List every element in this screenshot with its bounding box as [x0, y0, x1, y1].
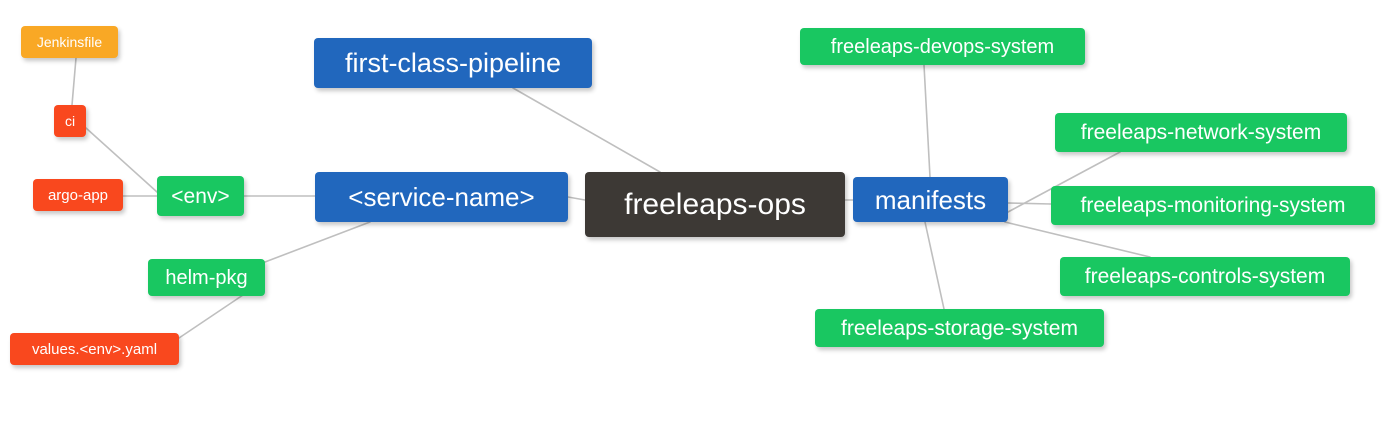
edge-values-yaml-to-helm-pkg — [178, 292, 247, 339]
mindmap-node-first-class-pipeline[interactable]: first-class-pipeline — [314, 38, 592, 88]
mindmap-node-ci[interactable]: ci — [54, 105, 86, 137]
edge-manifests-to-freeleaps-devops-system — [923, 64, 931, 178]
edge-first-class-pipeline-to-freeleaps-ops — [512, 87, 661, 173]
edge-helm-pkg-to-service-name — [264, 221, 371, 263]
mindmap-node-helm-pkg[interactable]: helm-pkg — [148, 259, 265, 296]
mindmap-node-values-yaml[interactable]: values.<env>.yaml — [10, 333, 179, 365]
mindmap-node-jenkinsfile[interactable]: Jenkinsfile — [21, 26, 118, 58]
mindmap-node-freeleaps-monitoring-system[interactable]: freeleaps-monitoring-system — [1051, 186, 1375, 225]
mindmap-node-freeleaps-ops[interactable]: freeleaps-ops — [585, 172, 845, 237]
edge-manifests-to-freeleaps-monitoring-system — [1007, 202, 1052, 205]
mindmap-node-freeleaps-devops-system[interactable]: freeleaps-devops-system — [800, 28, 1085, 65]
mindmap-node-argo-app[interactable]: argo-app — [33, 179, 123, 211]
mindmap-node-env[interactable]: <env> — [157, 176, 244, 216]
mindmap-node-freeleaps-controls-system[interactable]: freeleaps-controls-system — [1060, 257, 1350, 296]
edge-manifests-to-freeleaps-storage-system — [924, 221, 945, 310]
mindmap-node-manifests[interactable]: manifests — [853, 177, 1008, 222]
edge-service-name-to-freeleaps-ops — [567, 196, 586, 201]
mindmap-node-freeleaps-network-system[interactable]: freeleaps-network-system — [1055, 113, 1347, 152]
edge-manifests-to-freeleaps-controls-system — [1004, 221, 1151, 258]
mindmap-node-freeleaps-storage-system[interactable]: freeleaps-storage-system — [815, 309, 1104, 347]
edge-jenkinsfile-to-ci — [71, 57, 77, 106]
mindmap-node-service-name[interactable]: <service-name> — [315, 172, 568, 222]
